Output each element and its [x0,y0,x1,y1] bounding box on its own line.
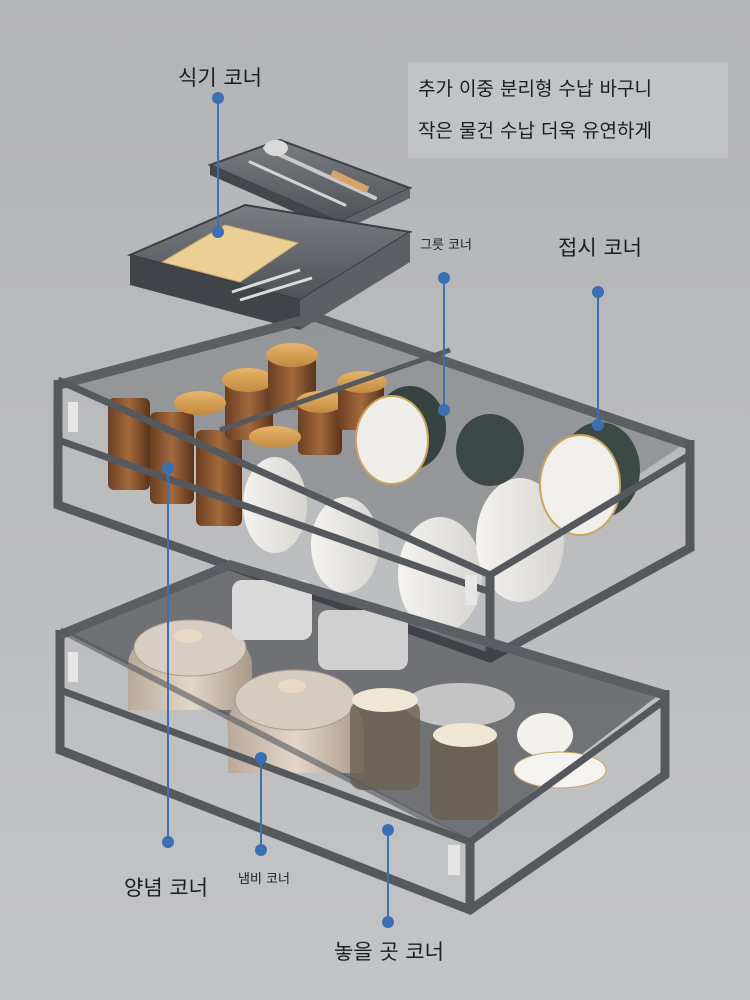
headline-box: 추가 이중 분리형 수납 바구니 작은 물건 수납 더욱 유연하게 [408,62,728,158]
headline-line-2: 작은 물건 수납 더욱 유연하게 [418,120,652,142]
seasoning-jars [108,343,387,526]
label-utensil-corner: 식기 코너 [178,66,262,90]
label-plate-corner: 접시 코너 [558,236,642,260]
utensil-tray-main [126,203,413,330]
label-bowl-corner: 그릇 코너 [420,238,472,253]
callout-markers [162,92,604,928]
lower-basket [55,560,670,916]
upper-basket [53,312,695,663]
label-pot-corner: 냄비 코너 [238,872,290,887]
label-misc-corner: 놓을 곳 코너 [334,940,444,964]
label-seasoning-corner: 양념 코너 [124,876,208,900]
pots [128,580,607,820]
headline-line-1: 추가 이중 분리형 수납 바구니 [418,78,652,100]
